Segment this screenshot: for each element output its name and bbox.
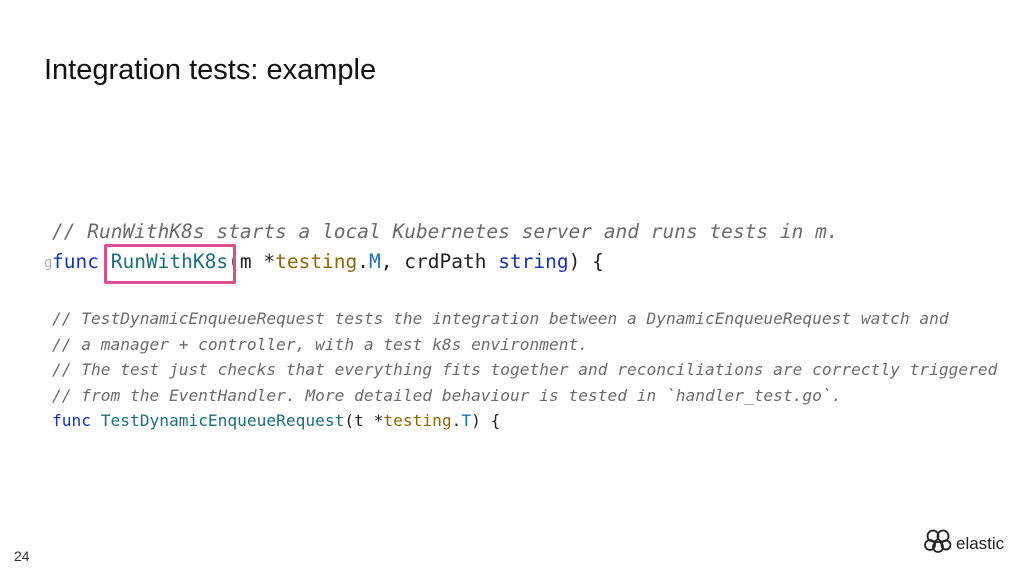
slide-title: Integration tests: example: [44, 54, 377, 86]
code-comment-line-1: // TestDynamicEnqueueRequest tests the i…: [52, 309, 949, 328]
code-comment-line-4: // from the EventHandler. More detailed …: [52, 386, 842, 405]
slide-number: 24: [14, 548, 30, 564]
elastic-logo: elastic: [924, 528, 1004, 559]
logo-text: elastic: [956, 533, 1005, 553]
highlight-box: [104, 244, 236, 284]
code-func-runwithk8s: func RunWithK8s(m *testing.M, crdPath st…: [52, 250, 604, 273]
code-func-testdynamic: func TestDynamicEnqueueRequest(t *testin…: [52, 411, 501, 430]
code-comment-line-3: // The test just checks that everything …: [52, 360, 998, 379]
elastic-logo-icon: [924, 528, 952, 559]
code-comment-runwithk8s: // RunWithK8s starts a local Kubernetes …: [52, 220, 839, 243]
code-comment-line-2: // a manager + controller, with a test k…: [52, 335, 589, 354]
gutter-marker: g: [44, 255, 53, 271]
func-name-runwithk8s: RunWithK8s: [110, 250, 229, 273]
